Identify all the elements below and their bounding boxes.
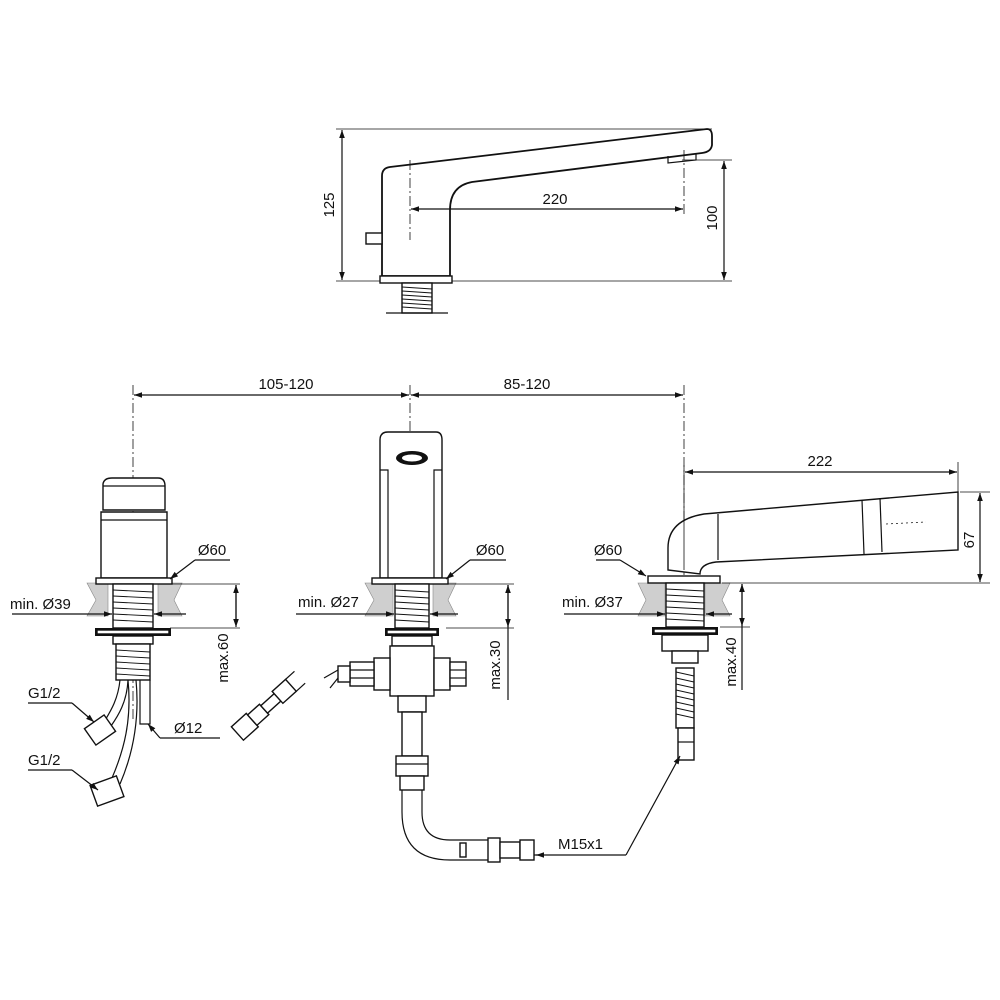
dim-label-100: 100 <box>704 205 721 230</box>
dim-label-105-120: 105-120 <box>258 376 313 393</box>
spout-front-body <box>379 431 443 579</box>
loose-connector <box>230 670 306 742</box>
center-rosette-label: Ø60 <box>476 542 504 559</box>
left-hose-label: Ø12 <box>174 720 202 737</box>
right-rosette-label: Ø60 <box>594 542 622 559</box>
left-hole-label: min. Ø39 <box>10 596 71 613</box>
left-deck-label: max.60 <box>215 633 232 682</box>
spout-base-plate <box>379 275 453 284</box>
spout-rosette <box>371 577 449 585</box>
valve-handle <box>102 477 166 511</box>
center-spout: Ø60 min. Ø27 max.30 <box>296 431 535 863</box>
connector-g12-1 <box>83 713 117 747</box>
right-hand-shower: 222 67 Ø60 min. Ø37 max.40 M15x1 <box>534 453 990 858</box>
spout-threaded-shank <box>386 282 448 314</box>
dim-label-85-120: 85-120 <box>504 376 551 393</box>
dim-label-222: 222 <box>807 453 832 470</box>
left-g12-label-1: G1/2 <box>28 685 61 702</box>
left-valve: Ø60 min. Ø39 max.60 G1/2 G1/2 Ø12 <box>10 477 240 808</box>
left-rosette-label: Ø60 <box>198 542 226 559</box>
diverter-body <box>389 645 435 697</box>
connector-g12-2 <box>89 774 125 808</box>
right-deck-label: max.40 <box>723 637 740 686</box>
center-deck-label: max.30 <box>487 640 504 689</box>
spout-side-view: 125 100 220 <box>321 128 732 314</box>
dim-label-125: 125 <box>321 192 338 217</box>
shower-rosette <box>647 575 721 584</box>
right-hole-label: min. Ø37 <box>562 594 623 611</box>
valve-body <box>100 511 168 579</box>
hand-shower-body <box>667 491 959 575</box>
left-g12-label-2: G1/2 <box>28 752 61 769</box>
valve-rosette <box>95 577 173 585</box>
spout-body <box>381 128 713 277</box>
dim-label-220: 220 <box>542 191 567 208</box>
dim-label-67: 67 <box>961 532 978 549</box>
m15-thread-fitting <box>677 727 695 761</box>
lever-knob <box>365 232 383 245</box>
thread-label: M15x1 <box>558 836 603 853</box>
center-hole-label: min. Ø27 <box>298 594 359 611</box>
